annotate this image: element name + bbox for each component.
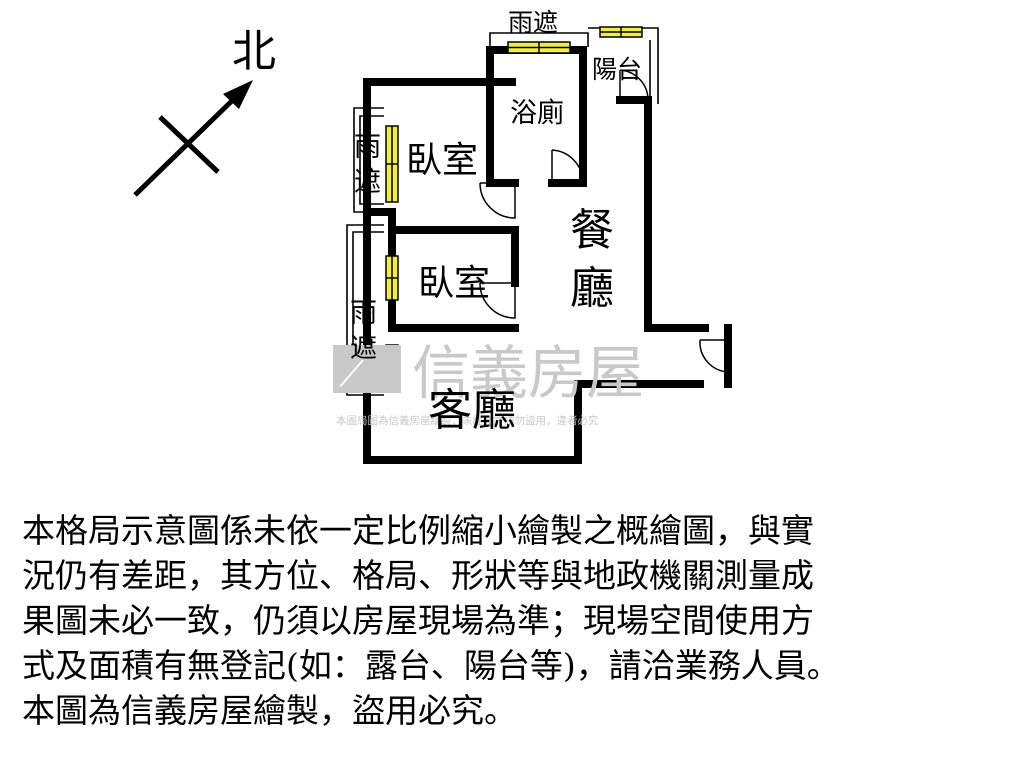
compass-arrow-head [223,80,253,109]
label-dining-living-b: 廳 [570,263,614,314]
rain-cover-top-outline [489,32,589,47]
label-bedroom-1: 臥室 [406,140,478,181]
rain-cover-left-1-inner [359,115,384,205]
bedroom1-door [479,182,516,219]
compass: 北 [133,26,276,197]
disclaimer-line: 本格局示意圖係未依一定比例縮小繪製之概繪圖，與實 [22,511,814,550]
doors [479,69,729,373]
compass-north-label: 北 [232,26,276,77]
wall-outer-left [363,78,704,464]
wall-bedroom2-top [388,226,519,287]
bedroom2-door [479,282,516,319]
window-bedroom1 [385,125,399,203]
watermark-brand: 信義房屋 [412,339,644,407]
label-rain-cover-top: 雨遮 [508,8,558,37]
disclaimer-line: 況仍有差距，其方位、格局、形狀等與地政機關測量成 [22,556,814,595]
window-bedroom2 [385,255,399,301]
balcony-door [619,69,649,101]
floor-plan: 北 [133,8,732,464]
label-living-room: 客廳 [428,385,516,436]
compass-arrow-shaft [133,91,242,197]
watermark-logo-mark: ⟋ [339,354,365,395]
label-dining-living-a: 餐 [570,205,614,256]
label-rain-cover-left-1-b: 遮 [354,167,381,198]
watermark-logo [333,345,401,393]
label-bedroom-2: 臥室 [418,263,490,304]
wall-dining-right [644,96,709,332]
disclaimer-text: 本格局示意圖係未依一定比例縮小繪製之概繪圖，與實 況仍有差距，其方位、格局、形狀… [22,508,1012,733]
bath-door [551,149,584,184]
room-labels: 雨遮 陽台 浴廁 臥室 雨 遮 餐 廳 臥室 雨 遮 客廳 [350,8,642,436]
label-rain-cover-left-1-a: 雨 [354,132,381,163]
label-rain-cover-left-2-a: 雨 [350,298,377,329]
watermark: ⟋ 信義房屋 本圖局圖為信義房屋繪製，未經允許請勿盜用，違者必究 [333,339,644,427]
watermark-small-text: 本圖局圖為信義房屋繪製，未經允許請勿盜用，違者必究 [336,414,599,427]
disclaimer-line: 本圖為信義房屋繪製，盜用必究。 [22,691,517,730]
disclaimer-line: 果圖未必一致，仍須以房屋現場為準；現場空間使用方 [22,601,814,640]
disclaimer-line: 式及面積有無登記(如：露台、陽台等)，請洽業務人員。 [22,646,840,685]
label-bathroom: 浴廁 [510,98,564,129]
label-balcony: 陽台 [592,55,642,84]
entry-door [699,339,729,373]
label-rain-cover-left-2-b: 遮 [350,333,377,364]
window-top-balcony [599,26,643,38]
window-top-bath [507,41,571,54]
